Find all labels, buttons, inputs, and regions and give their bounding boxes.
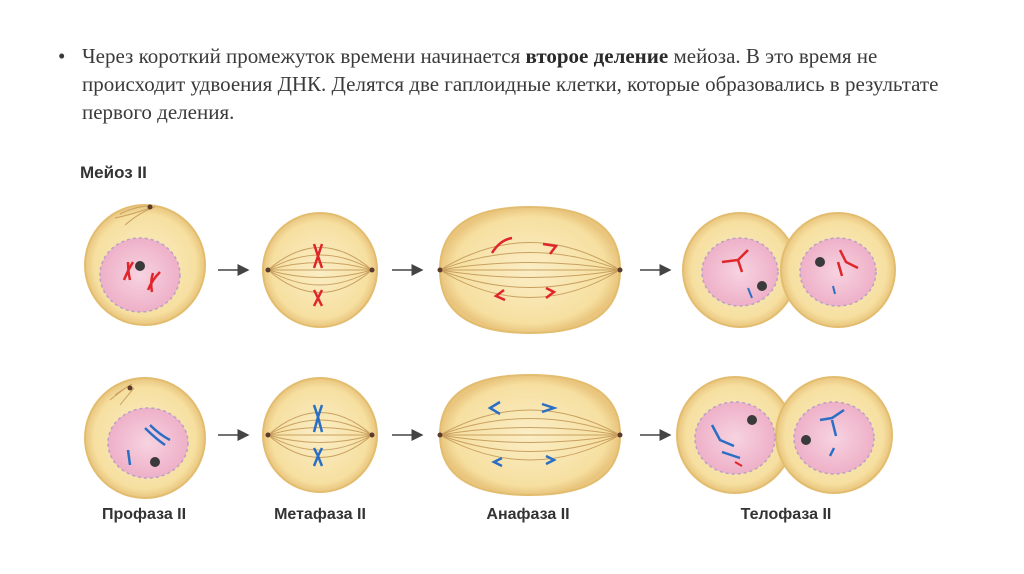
telophase-cells-top [683,213,895,327]
stage-label-metaphase: Метафаза II [240,506,400,524]
telophase-cells-bottom [677,377,892,493]
anaphase-cell-bottom [438,375,623,495]
stage-label-telophase: Телофаза II [706,506,866,524]
metaphase-cell-top [263,213,377,327]
anaphase-cell-top [438,207,623,333]
prophase-cell-top [85,205,205,326]
prophase-cell-bottom [85,378,205,498]
stage-label-anaphase: Анафаза II [448,506,608,524]
metaphase-cell-bottom [263,378,377,492]
stage-label-prophase: Профаза II [64,506,224,524]
